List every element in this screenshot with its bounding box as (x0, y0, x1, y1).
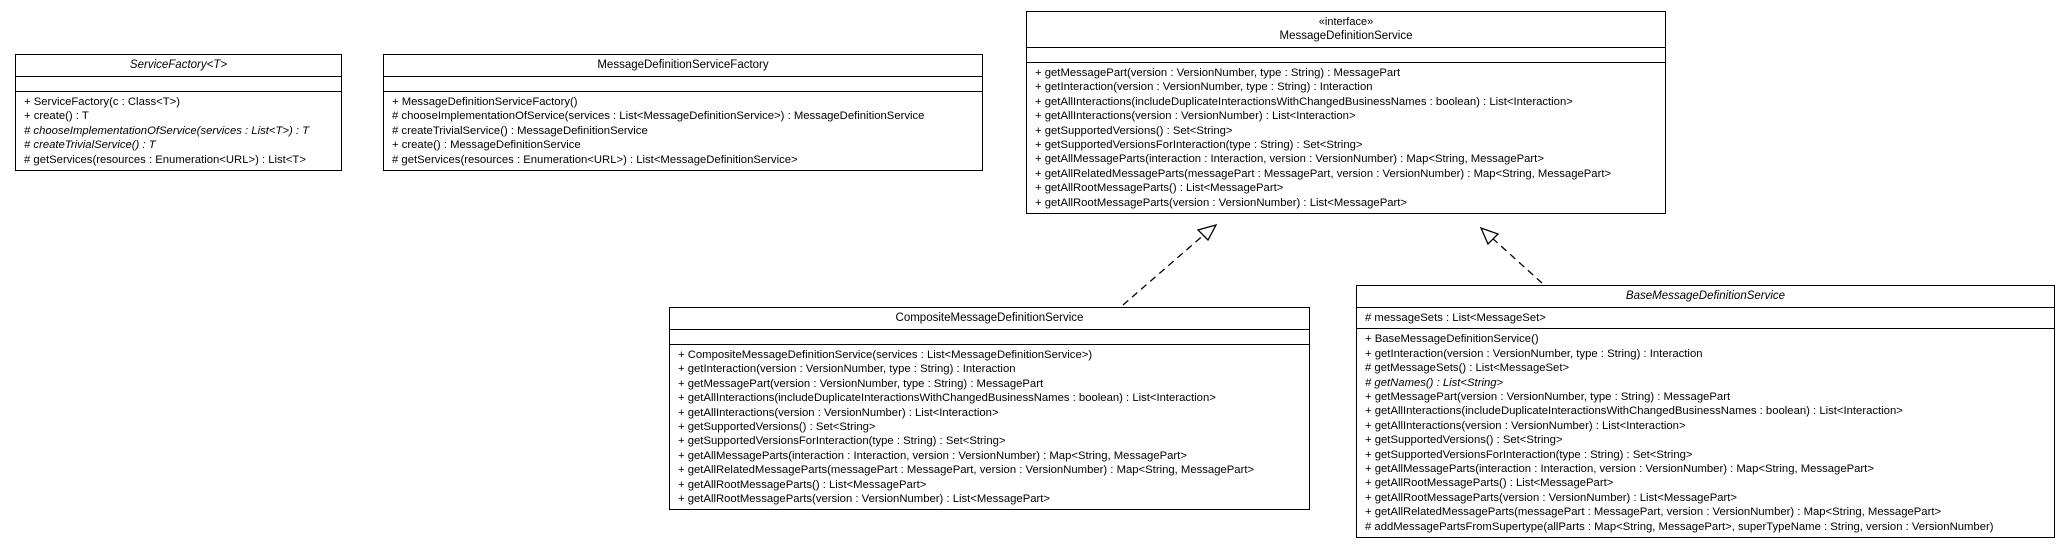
operation-row: + getAllRootMessageParts(version : Versi… (1035, 196, 1408, 209)
operation-row: + getAllMessageParts(interaction : Inter… (1035, 153, 1544, 166)
class-header: MessageDefinitionServiceFactory (384, 55, 982, 77)
operation-row: + getAllInteractions(version : VersionNu… (1365, 419, 1686, 432)
operation-row: # getServices(resources : Enumeration<UR… (392, 153, 798, 166)
operations-section: + BaseMessageDefinitionService()+ getInt… (1357, 329, 2054, 537)
operation-row: # addMessagePartsFromSupertype(allParts … (1365, 520, 1994, 533)
operations-section: + MessageDefinitionServiceFactory() # cho… (384, 92, 982, 170)
operation-row: + getMessagePart(version : VersionNumber… (1035, 67, 1401, 79)
realization-composite-to-interface (1122, 223, 1218, 306)
operation-row: + getAllInteractions(includeDuplicateInt… (678, 392, 1216, 405)
operation-row: + create() : T (24, 110, 89, 123)
operations-section: + ServiceFactory(c : Class<T>) + create()… (16, 92, 341, 170)
operation-row: + getSupportedVersionsForInteraction(typ… (678, 435, 1006, 448)
operation-row: + getSupportedVersionsForInteraction(typ… (1365, 448, 1693, 461)
attributes-section (670, 330, 1309, 345)
operation-row: + getAllRootMessageParts(version : Versi… (1365, 491, 1738, 504)
operation-row: + getAllInteractions(version : VersionNu… (678, 406, 999, 419)
operation-row: + ServiceFactory(c : Class<T>) (24, 96, 180, 108)
operation-row: # createTrivialService() : MessageDefini… (392, 124, 648, 137)
attributes-section (1027, 48, 1665, 63)
class-header: CompositeMessageDefinitionService (670, 308, 1309, 330)
class-name: CompositeMessageDefinitionService (895, 312, 1084, 324)
operation-row: + BaseMessageDefinitionService() (1365, 333, 1539, 346)
operations-section: + CompositeMessageDefinitionService(serv… (670, 345, 1309, 509)
operation-row: # createTrivialService() : T (24, 139, 156, 152)
class-name: MessageDefinitionServiceFactory (597, 59, 769, 71)
class-header: «interface» MessageDefinitionService (1027, 12, 1665, 48)
operation-row: + CompositeMessageDefinitionService(serv… (678, 349, 1093, 361)
class-name: ServiceFactory<T> (129, 59, 228, 71)
operation-row: + getAllRelatedMessageParts(messagePart … (1035, 167, 1612, 180)
attributes-section (384, 77, 982, 92)
operation-row: + MessageDefinitionServiceFactory() (392, 96, 578, 108)
operation-row: + getAllRootMessageParts() : List<Messag… (1365, 477, 1614, 490)
attributes-section: # messageSets : List<MessageSet> (1357, 308, 2054, 330)
class-name: BaseMessageDefinitionService (1625, 290, 1786, 302)
class-header: BaseMessageDefinitionService (1357, 286, 2054, 308)
class-header: ServiceFactory<T> (16, 55, 341, 77)
operation-row: # getMessageSets() : List<MessageSet> (1365, 362, 1570, 375)
interface-message-definition-service[interactable]: «interface» MessageDefinitionService + g… (1026, 11, 1666, 215)
operation-row: + getAllRootMessageParts() : List<Messag… (1035, 182, 1284, 195)
operation-row: + getAllRelatedMessageParts(messagePart … (678, 464, 1255, 477)
operation-row: # chooseImplementationOfService(services… (24, 124, 310, 137)
operations-section: + getMessagePart(version : VersionNumber… (1027, 63, 1665, 213)
operation-row: + getMessagePart(version : VersionNumber… (678, 377, 1044, 390)
operation-row: # chooseImplementationOfService(services… (392, 110, 925, 123)
operation-row: + getAllInteractions(includeDuplicateInt… (1035, 95, 1573, 108)
operation-row: + getSupportedVersionsForInteraction(typ… (1035, 139, 1363, 152)
operation-row: + getInteraction(version : VersionNumber… (1365, 347, 1703, 360)
operation-row: + getSupportedVersions() : Set<String> (1365, 434, 1563, 447)
class-message-definition-service-factory[interactable]: MessageDefinitionServiceFactory + Messag… (383, 54, 983, 172)
operation-row: + getInteraction(version : VersionNumber… (678, 363, 1016, 376)
class-service-factory[interactable]: ServiceFactory<T> + ServiceFactory(c : C… (15, 54, 342, 172)
operation-row: + create() : MessageDefinitionService (392, 139, 581, 152)
operation-row: + getMessagePart(version : VersionNumber… (1365, 391, 1731, 404)
operation-row: + getAllInteractions(includeDuplicateInt… (1365, 405, 1903, 418)
operation-row: + getAllMessageParts(interaction : Inter… (678, 449, 1187, 462)
operation-row: + getAllInteractions(version : VersionNu… (1035, 110, 1356, 123)
operation-row: # getServices(resources : Enumeration<UR… (24, 153, 306, 166)
class-composite-message-definition-service[interactable]: CompositeMessageDefinitionService + Comp… (669, 307, 1310, 511)
operation-row: + getInteraction(version : VersionNumber… (1035, 81, 1373, 94)
class-base-message-definition-service[interactable]: BaseMessageDefinitionService # messageSe… (1356, 285, 2055, 539)
attribute-row: # messageSets : List<MessageSet> (1365, 312, 1546, 324)
operation-row: + getAllRootMessageParts() : List<Messag… (678, 478, 927, 491)
attributes-section (16, 77, 341, 92)
operation-row: + getAllRelatedMessageParts(messagePart … (1365, 506, 1942, 519)
stereotype-label: «interface» (1318, 16, 1374, 28)
operation-row: # getNames() : List<String> (1365, 376, 1504, 389)
operation-row: + getAllRootMessageParts(version : Versi… (678, 493, 1051, 506)
operation-row: + getAllMessageParts(interaction : Inter… (1365, 463, 1874, 476)
realization-base-to-interface (1479, 226, 1543, 284)
operation-row: + getSupportedVersions() : Set<String> (1035, 124, 1233, 137)
operation-row: + getSupportedVersions() : Set<String> (678, 421, 876, 434)
class-name: MessageDefinitionService (1279, 30, 1413, 42)
